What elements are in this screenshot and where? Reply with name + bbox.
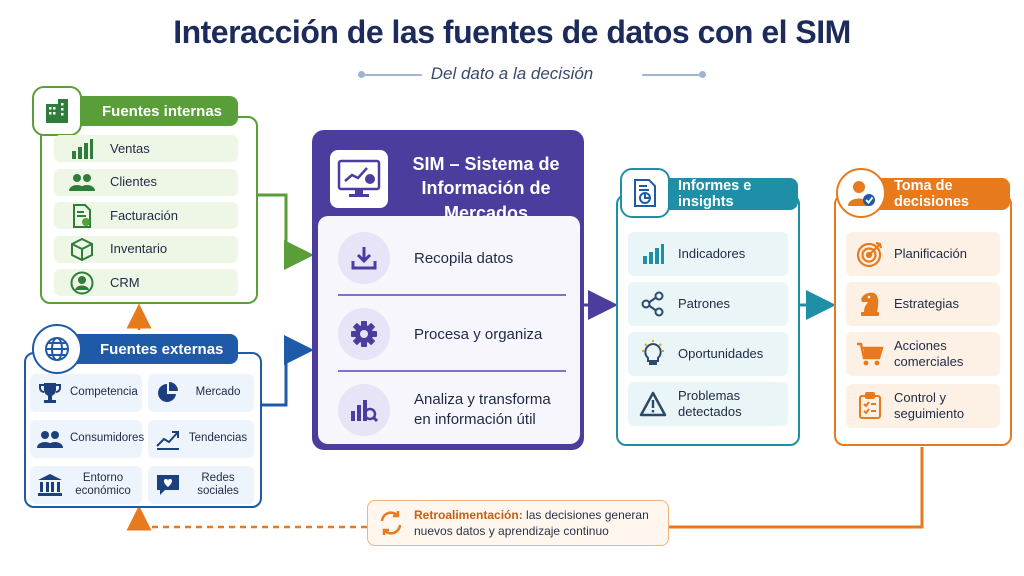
cart-icon xyxy=(846,341,894,367)
internal-source-label: Ventas xyxy=(110,140,150,156)
subtitle-divider-right xyxy=(642,74,702,76)
external-source-item: Entorno económico xyxy=(30,466,142,504)
decision-item: Acciones comerciales xyxy=(846,332,1000,376)
report-item: Indicadores xyxy=(628,232,788,276)
feedback-loop-dashed xyxy=(126,505,367,531)
external-source-label: Redes sociales xyxy=(197,471,239,497)
sim-title: SIM – Sistema de Información de Mercados xyxy=(396,152,576,225)
box-icon xyxy=(54,237,110,261)
decision-item: Estrategias xyxy=(846,282,1000,326)
sim-step-label: Recopila datos xyxy=(414,249,514,267)
internal-source-label: CRM xyxy=(110,274,140,290)
social-icon xyxy=(148,473,188,497)
feedback-loop-line xyxy=(669,447,924,529)
sim-divider xyxy=(338,370,566,372)
warning-icon xyxy=(628,391,678,417)
external-source-label: Tendencias xyxy=(188,432,248,445)
report-item: Patrones xyxy=(628,282,788,326)
users-icon xyxy=(54,172,110,192)
analytics-icon xyxy=(338,384,390,436)
share-nodes-icon xyxy=(628,291,678,317)
sim-step-process: Procesa y organiza xyxy=(338,304,568,364)
internal-source-item: Facturación xyxy=(54,202,238,229)
checklist-icon xyxy=(846,392,894,420)
external-source-item: Competencia xyxy=(30,374,142,412)
subtitle-dot-left xyxy=(358,71,365,78)
feedback-text-2: nuevos datos y aprendizaje continuo xyxy=(414,524,609,538)
internal-source-label: Inventario xyxy=(110,241,168,257)
download-icon xyxy=(338,232,390,284)
user-circle-icon xyxy=(54,271,110,295)
arrow-external-to-sim xyxy=(262,335,314,407)
subtitle-divider-left xyxy=(362,74,422,76)
decision-maker-icon xyxy=(836,168,886,218)
report-label: Patrones xyxy=(678,296,731,312)
sim-monitor-icon xyxy=(330,150,388,208)
decision-label: Estrategias xyxy=(894,296,960,312)
pie-chart-icon xyxy=(148,381,188,405)
external-source-item: Tendencias xyxy=(148,420,254,458)
internal-source-item: Clientes xyxy=(54,168,238,196)
external-source-item: Redes sociales xyxy=(148,466,254,504)
external-source-label: Entorno económico xyxy=(75,471,131,497)
page-title: Interacción de las fuentes de datos con … xyxy=(173,14,851,50)
report-label: Indicadores xyxy=(678,246,746,262)
internal-source-item: Inventario xyxy=(54,235,238,263)
decision-label: Planificación xyxy=(894,246,967,262)
sim-divider xyxy=(338,294,566,296)
refresh-cycle-icon xyxy=(368,509,414,537)
report-label: Problemas detectados xyxy=(678,388,742,419)
lightbulb-icon xyxy=(628,340,678,368)
decision-label: Control y seguimiento xyxy=(894,390,965,421)
report-item: Oportunidades xyxy=(628,332,788,376)
gear-icon xyxy=(338,308,390,360)
sim-step-collect: Recopila datos xyxy=(338,228,568,288)
users-icon xyxy=(30,429,70,449)
feedback-title: Retroalimentación: xyxy=(414,507,523,522)
report-icon xyxy=(620,168,670,218)
trophy-icon xyxy=(30,381,70,405)
decision-item: Planificación xyxy=(846,232,1000,276)
external-source-label: Consumidores xyxy=(70,432,145,445)
external-source-label: Competencia xyxy=(70,386,138,399)
bar-chart-icon xyxy=(628,243,678,265)
globe-icon xyxy=(32,324,82,374)
internal-source-item: Ventas xyxy=(54,135,238,162)
target-icon xyxy=(846,240,894,268)
external-source-item: Consumidores xyxy=(30,420,144,458)
arrow-internal-to-sim xyxy=(258,193,314,270)
subtitle-dot-right xyxy=(699,71,706,78)
sim-step-analyze: Analiza y transforma en información útil xyxy=(338,380,568,440)
sim-step-label: Procesa y organiza xyxy=(414,325,543,343)
trend-icon xyxy=(148,428,188,450)
internal-source-label: Facturación xyxy=(110,207,178,223)
external-source-item: Mercado xyxy=(148,374,254,412)
chess-knight-icon xyxy=(846,290,894,318)
report-label: Oportunidades xyxy=(678,346,764,362)
external-source-label: Mercado xyxy=(195,386,241,399)
report-item: Problemas detectados xyxy=(628,382,788,426)
internal-source-item: CRM xyxy=(54,269,238,296)
sim-step-label: Analiza y transforma en información útil xyxy=(414,390,551,428)
invoice-icon xyxy=(54,203,110,228)
page-subtitle: Del dato a la decisión xyxy=(430,64,594,83)
decision-label: Acciones comerciales xyxy=(894,338,964,369)
bar-chart-icon xyxy=(54,138,110,160)
bank-icon xyxy=(30,473,70,497)
building-icon xyxy=(32,86,82,136)
decision-item: Control y seguimiento xyxy=(846,384,1000,428)
feedback-text-1: las decisiones generan xyxy=(522,507,649,522)
feedback-box: Retroalimentación: las decisiones genera… xyxy=(367,500,669,546)
internal-source-label: Clientes xyxy=(110,174,157,190)
sim-title-line1: SIM – Sistema de xyxy=(412,154,560,174)
